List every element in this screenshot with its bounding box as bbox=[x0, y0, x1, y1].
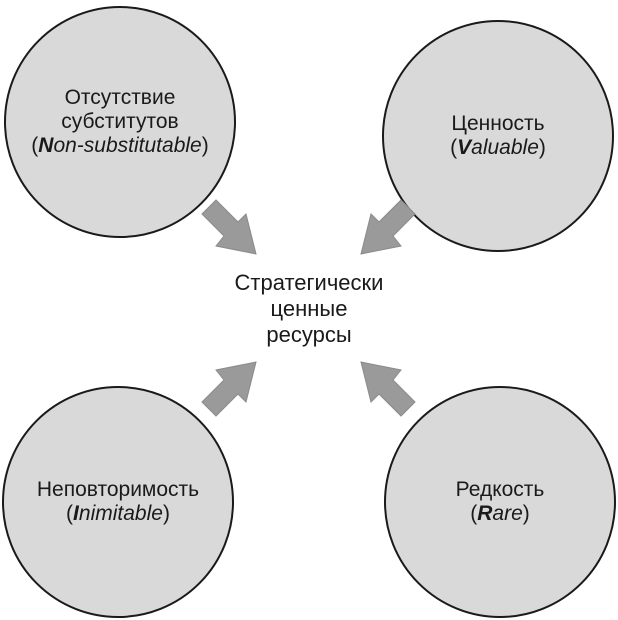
node-label-english: (Rare) bbox=[470, 502, 530, 525]
center-label: Стратегически ценные ресурсы bbox=[205, 270, 413, 348]
node-label-line: Ценность bbox=[451, 112, 545, 135]
node-label: Редкость (Rare) bbox=[456, 478, 545, 526]
center-label-line: ресурсы bbox=[266, 322, 352, 347]
arrow-top-right-icon bbox=[360, 199, 416, 255]
node-label-english: (Inimitable) bbox=[66, 502, 170, 525]
node-label-english: (Valuable) bbox=[450, 136, 546, 159]
node-label-line: Редкость bbox=[455, 478, 545, 501]
arrow-bottom-left-icon bbox=[201, 361, 257, 417]
node-label-line: субститутов bbox=[61, 110, 179, 133]
node-label-line: Отсутствие bbox=[64, 86, 176, 109]
center-label-line: Стратегически bbox=[234, 270, 384, 295]
node-non-substitutable: Отсутствие субститутов (Non-substitutabl… bbox=[4, 6, 236, 238]
node-label-line: Неповторимость bbox=[36, 478, 200, 501]
center-label-line: ценные bbox=[270, 296, 348, 321]
node-label: Отсутствие субститутов (Non-substitutabl… bbox=[31, 86, 208, 158]
node-label: Неповторимость (Inimitable) bbox=[37, 478, 199, 526]
node-label-english: (Non-substitutable) bbox=[31, 134, 209, 157]
node-valuable: Ценность (Valuable) bbox=[382, 20, 614, 252]
arrow-bottom-right-icon bbox=[360, 361, 416, 417]
node-rare: Редкость (Rare) bbox=[384, 386, 616, 618]
node-label: Ценность (Valuable) bbox=[450, 112, 546, 160]
arrow-top-left-icon bbox=[201, 199, 257, 255]
node-inimitable: Неповторимость (Inimitable) bbox=[2, 386, 234, 618]
